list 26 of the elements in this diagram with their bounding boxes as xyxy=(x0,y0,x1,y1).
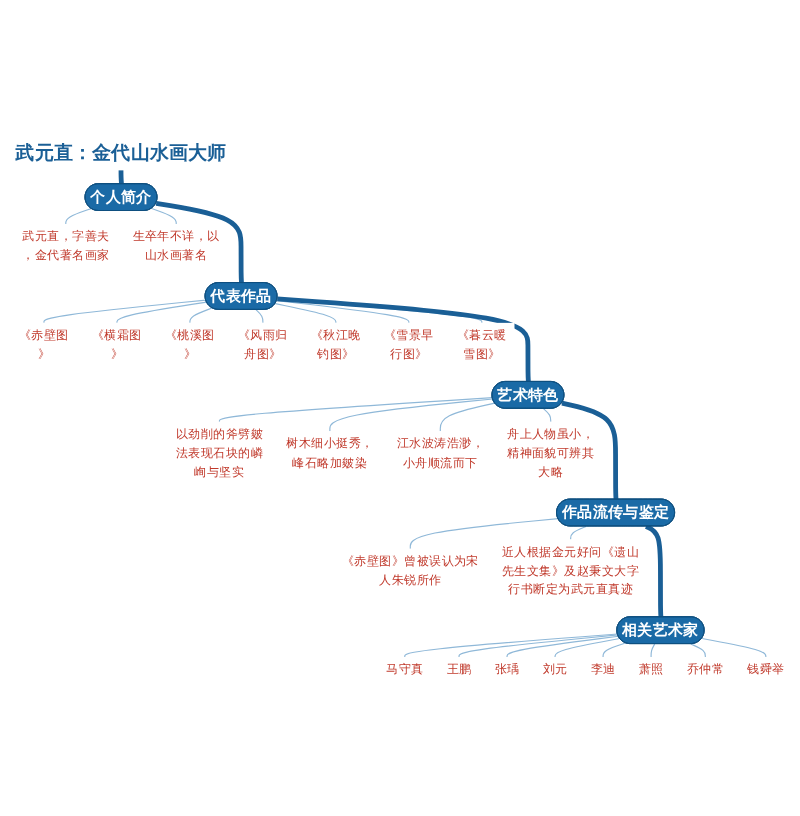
node-text: 武元直：金代山水画大师 xyxy=(15,139,227,163)
connector xyxy=(329,397,494,432)
connector xyxy=(218,396,494,422)
connector xyxy=(404,632,619,658)
connector xyxy=(116,300,208,323)
connector xyxy=(570,525,587,540)
connector xyxy=(701,637,767,658)
connector xyxy=(602,641,627,658)
connector xyxy=(650,642,656,658)
connector xyxy=(151,207,177,224)
connector xyxy=(189,306,213,323)
connector xyxy=(274,302,337,323)
connector xyxy=(255,308,264,323)
connector xyxy=(43,298,207,323)
connector xyxy=(554,637,621,658)
connector xyxy=(276,299,410,323)
connector xyxy=(645,523,664,618)
connector xyxy=(409,517,559,549)
connector xyxy=(439,401,496,432)
connector xyxy=(506,635,620,658)
connector xyxy=(561,400,619,501)
connector xyxy=(277,296,531,383)
connector xyxy=(458,633,619,658)
connector xyxy=(65,207,92,224)
connector xyxy=(155,200,244,284)
connector xyxy=(690,642,706,658)
